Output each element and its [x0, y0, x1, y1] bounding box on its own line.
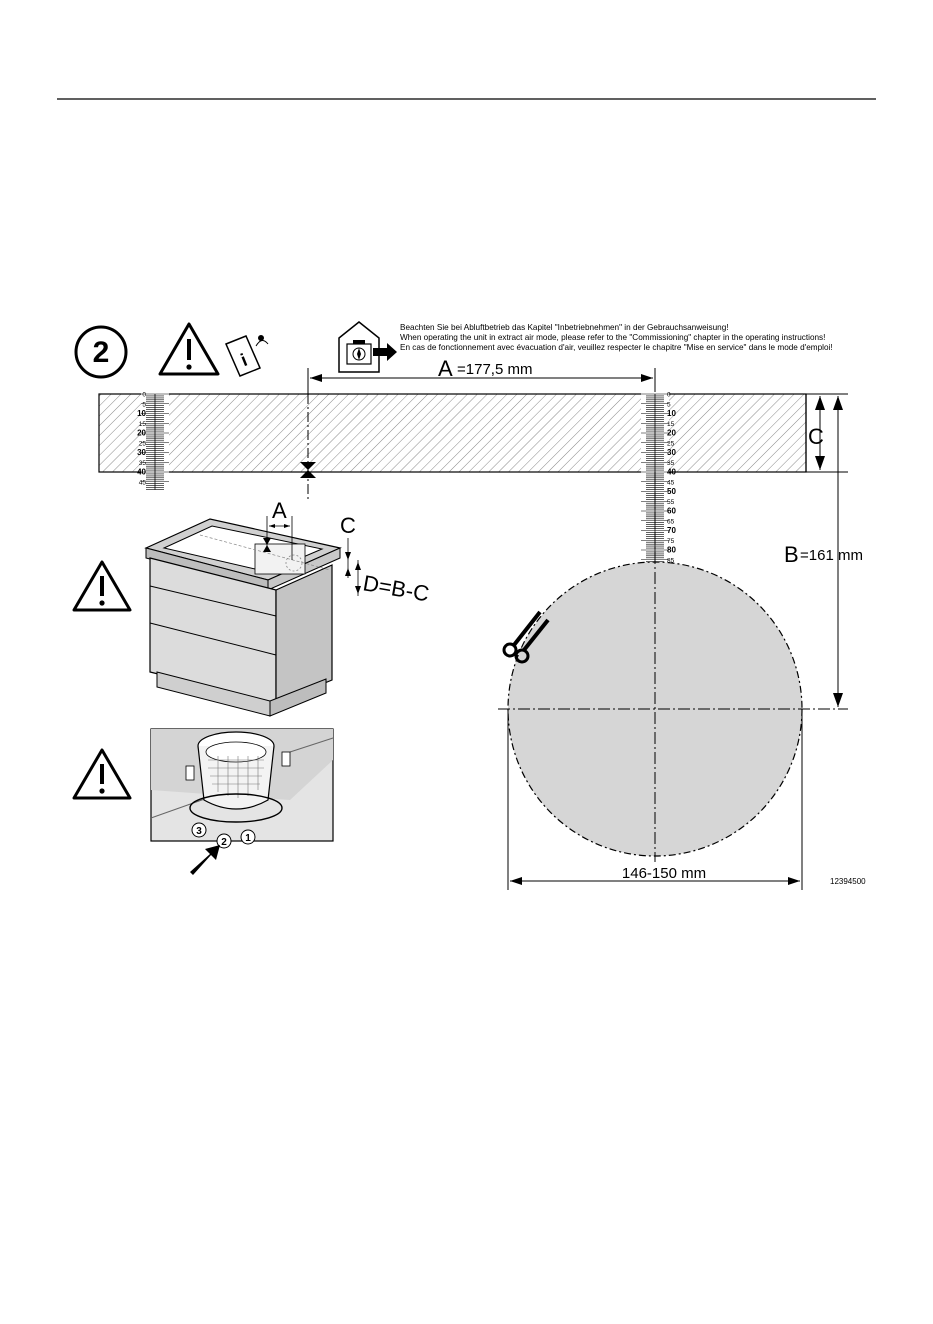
right-label: 45: [667, 479, 675, 486]
left-label: 0: [142, 392, 146, 399]
right-label: 75: [667, 538, 675, 545]
warning-icon: [158, 322, 220, 376]
extract-air-mode-icon: [338, 321, 397, 373]
left-label: 20: [137, 429, 146, 438]
warning-icon: [72, 748, 132, 800]
cabinet-illustration: A C D=B-C: [144, 498, 431, 717]
right-label: 25: [667, 440, 675, 447]
scissors-icon: [502, 610, 550, 664]
right-label: 10: [667, 409, 676, 418]
step-badge: 2: [74, 325, 128, 379]
right-label: 60: [667, 507, 676, 516]
dimension-c-letter: C: [808, 424, 824, 449]
left-label: 25: [139, 440, 147, 447]
dimension-b-value: =161 mm: [800, 547, 863, 564]
center-mark: [300, 394, 316, 500]
left-label: 35: [139, 460, 147, 467]
notice-line-en: When operating the unit in extract air m…: [400, 333, 825, 342]
dimension-a-value: =177,5 mm: [457, 361, 532, 378]
right-label: 85: [667, 557, 675, 564]
right-label: 40: [667, 468, 676, 477]
notice-text: Beachten Sie bei Abluftbetrieb das Kapit…: [400, 323, 833, 352]
cabinet-formula-d: D=B-C: [361, 570, 431, 606]
warning-icon: [72, 560, 132, 612]
filter-installation-image: [150, 728, 334, 842]
right-label: 15: [667, 421, 675, 428]
figure-id: 12394500: [830, 877, 866, 886]
dimension-a: A =177,5 mm: [307, 356, 656, 394]
left-label: 30: [137, 448, 146, 457]
right-label: 65: [667, 518, 675, 525]
callout-1: 1: [245, 833, 251, 844]
callout-3: 3: [196, 826, 202, 837]
right-label: 55: [667, 499, 675, 506]
right-label: 5: [667, 401, 671, 408]
dimension-a-letter: A: [438, 356, 453, 381]
left-label: 15: [139, 421, 147, 428]
step-number: 2: [93, 336, 110, 369]
callout-2: 2: [221, 837, 227, 848]
right-label: 20: [667, 429, 676, 438]
notice-line-de: Beachten Sie bei Abluftbetrieb das Kapit…: [400, 323, 729, 332]
cabinet-label-c: C: [340, 513, 356, 538]
manual-info-icon: i: [225, 335, 269, 377]
right-label: 70: [667, 526, 676, 535]
filter-callouts: 3 2 1: [191, 822, 256, 849]
dimension-diameter: 146-150 mm: [507, 710, 803, 890]
cabinet-label-a: A: [272, 498, 287, 523]
left-label: 5: [142, 401, 146, 408]
left-label: 10: [137, 409, 146, 418]
cutout-circle: [498, 472, 848, 862]
right-label: 35: [667, 460, 675, 467]
right-label: 30: [667, 448, 676, 457]
right-label: 0: [667, 392, 671, 399]
right-label: 50: [667, 487, 676, 496]
right-label: 80: [667, 546, 676, 555]
insert-arrow-icon: [190, 845, 220, 875]
dimension-b: B =161 mm: [784, 396, 863, 707]
dimension-c: C: [806, 393, 848, 473]
template-strip: [98, 393, 807, 473]
dimension-diameter-value: 146-150 mm: [622, 865, 706, 882]
left-label: 40: [137, 468, 146, 477]
notice-line-fr: En cas de fonctionnement avec évacuation…: [400, 343, 833, 352]
dimension-b-letter: B: [784, 542, 799, 567]
left-label: 45: [139, 479, 147, 486]
